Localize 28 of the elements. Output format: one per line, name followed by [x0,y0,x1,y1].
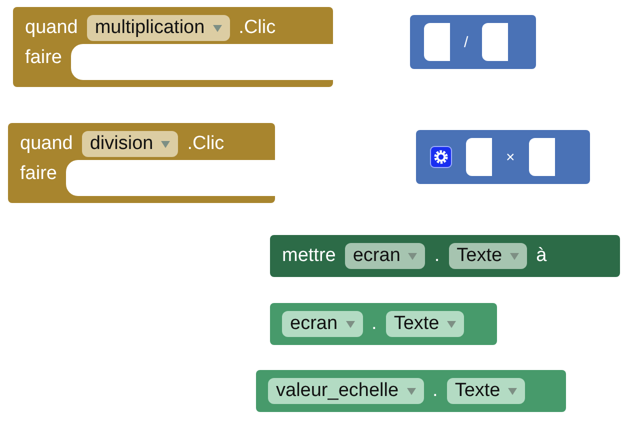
block-label: .Clic [187,133,224,155]
block-label: . [372,313,377,335]
block-label: quand [20,133,73,155]
block-label: mettre [282,245,336,267]
operator-symbol: × [506,148,515,166]
math-block [410,15,536,69]
setter-block [270,235,620,277]
operator-symbol: / [464,34,468,50]
dropdown: valeur_echelle [268,378,424,404]
dropdown: Texte [446,378,526,404]
block-label: .Clic [238,17,276,39]
getter-block [256,370,566,412]
block-label: faire [25,47,62,69]
math-block [416,130,590,184]
dropdown: Texte [386,311,464,337]
dropdown: Texte [448,243,528,269]
block-label: faire [20,163,57,185]
dropdown: ecran [282,311,363,337]
dropdown: ecran [344,243,426,269]
block-label: quand [25,17,78,39]
event-handler-block [8,123,275,203]
block-label: . [434,245,440,267]
event-handler-block [13,7,333,87]
dropdown: multiplication [86,15,230,41]
dropdown: division [82,131,178,157]
block-label: . [432,380,438,402]
getter-block [270,303,497,345]
block-label: à [536,245,547,267]
